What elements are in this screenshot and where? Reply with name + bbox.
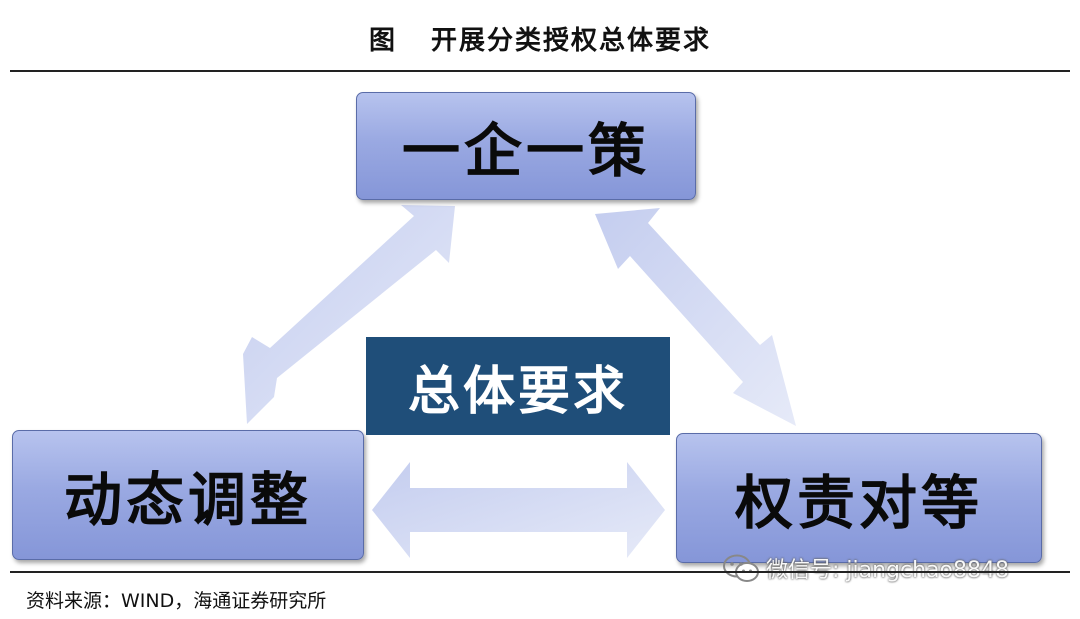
watermark-text: 微信号: jiangchao8848 <box>766 558 1009 583</box>
figure-title: 图 开展分类授权总体要求 <box>10 6 1070 70</box>
node-one-enterprise-one-policy: 一企一策 <box>356 92 696 200</box>
center-overall-requirements: 总体要求 <box>366 337 670 435</box>
figure-title-text: 开展分类授权总体要求 <box>431 25 712 56</box>
arrow-top-right <box>595 208 796 426</box>
arrow-left-right <box>372 462 665 558</box>
node-dynamic-adjustment: 动态调整 <box>12 430 364 560</box>
arrow-top-left <box>243 205 455 424</box>
top-divider <box>10 70 1070 72</box>
wechat-icon <box>723 554 759 582</box>
node-equal-rights-responsibilities: 权责对等 <box>676 433 1042 563</box>
figure-label: 图 <box>368 25 397 56</box>
source-note: 资料来源：WIND，海通证券研究所 <box>26 590 327 612</box>
bottom-divider <box>10 571 1070 573</box>
watermark: 微信号: jiangchao8848 <box>722 552 1009 584</box>
